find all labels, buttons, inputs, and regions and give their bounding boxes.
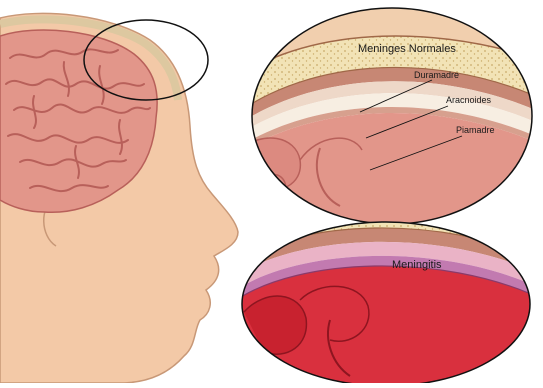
- head-profile: [0, 13, 238, 383]
- label-arachnoid-text: Aracnoides: [446, 95, 492, 105]
- panel-normal-meninges: Meninges Normales Duramadre Aracnoides P…: [220, 0, 540, 240]
- panel-normal-title: Meninges Normales: [358, 43, 456, 55]
- panel-meningitis: Meningitis: [236, 210, 540, 383]
- label-dura-text: Duramadre: [414, 70, 459, 80]
- label-pia-text: Piamadre: [456, 125, 495, 135]
- panel-meningitis-title: Meningitis: [392, 259, 442, 271]
